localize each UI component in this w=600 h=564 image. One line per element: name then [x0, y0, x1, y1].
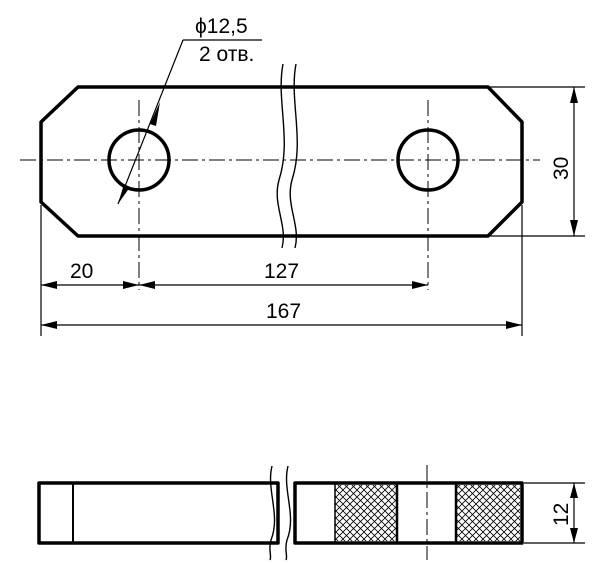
- break-line-top-view: [276, 63, 285, 249]
- plate-outline: [39, 85, 524, 238]
- dim-127-arrow-right: [412, 281, 428, 289]
- break-line-side-view: [269, 465, 276, 561]
- dim-width: 30: [550, 157, 573, 180]
- side-view-left-segment: [37, 481, 280, 545]
- dim-12-arrow-top: [570, 483, 578, 498]
- side-view: 12: [37, 465, 585, 561]
- dim-30-arrow-top: [570, 87, 578, 103]
- hole-diameter-label: ϕ12,5: [195, 15, 248, 38]
- plan-view: ϕ12,5 2 отв. 20 127 167 30: [20, 15, 585, 336]
- section-hatch-left: [335, 485, 397, 541]
- dim-20-arrow-left: [41, 281, 57, 289]
- dim-thickness: 12: [550, 503, 573, 526]
- break-line-top-view-2: [289, 63, 298, 249]
- dim-edge-to-hole: 20: [70, 260, 93, 283]
- dim-30-arrow-bottom: [570, 220, 578, 236]
- dim-167-arrow-left: [41, 321, 57, 329]
- dim-12-arrow-bottom: [570, 528, 578, 543]
- break-line-side-view-2: [285, 465, 292, 561]
- hole-count-label: 2 отв.: [199, 43, 254, 66]
- dim-hole-spacing: 127: [264, 260, 299, 283]
- diameter-leader-line: [117, 39, 184, 205]
- diameter-arrow-lower: [118, 184, 130, 204]
- side-view-right-segment: [293, 481, 524, 545]
- dim-overall-length: 167: [266, 300, 301, 323]
- diameter-arrow-upper: [150, 102, 160, 126]
- dim-167-arrow-right: [506, 321, 522, 329]
- dim-127-arrow-left: [139, 281, 155, 289]
- dim-20-arrow-right: [123, 281, 139, 289]
- section-hatch-right: [456, 485, 520, 541]
